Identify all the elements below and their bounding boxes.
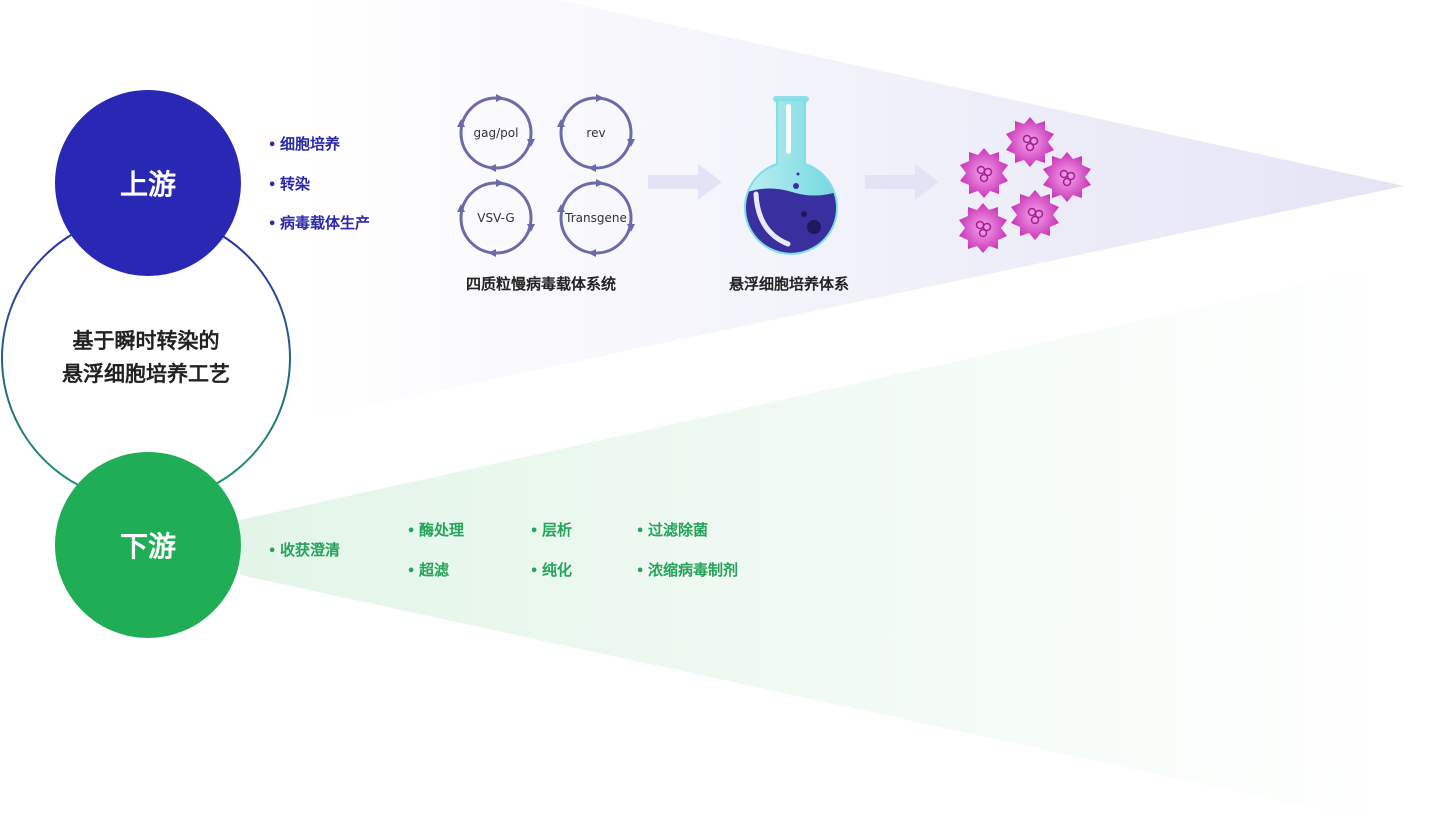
virus-icon [1011,190,1059,240]
upstream-item-cell-culture: 细胞培养 [268,133,340,154]
virus-icon [959,203,1007,253]
virus-cluster [959,117,1091,253]
right-arrow-icon [865,164,939,200]
upstream-circle: 上游 [55,90,241,276]
plasmid-ring-icon [457,179,535,257]
plasmid-ring-icon [557,94,635,172]
main-title-line1: 基于瞬时转染的 [72,329,220,353]
downstream-funnel [240,262,1404,828]
plasmid-label: Transgene [565,211,627,225]
plasmid-gag-pol: gag/pol [457,94,535,172]
upstream-item-transfection: 转染 [268,173,310,194]
plasmid-system-caption: 四质粒慢病毒载体系统 [466,275,617,293]
plasmid-ring-icon [457,94,535,172]
downstream-item-enzyme: 酶处理 [407,519,464,540]
plasmid-rev: rev [557,94,635,172]
plasmid-ring-icon [557,179,635,257]
flask-icon [744,96,838,255]
virus-icon [960,148,1008,198]
plasmid-vsv-g: VSV-G [457,179,535,257]
downstream-item-concentrate: 浓缩病毒制剂 [636,559,738,580]
downstream-item-ultrafiltration: 超滤 [407,559,449,580]
virus-icon [1006,117,1054,167]
virus-icon [1043,152,1091,202]
downstream-item-harvest: 收获澄清 [268,539,340,560]
downstream-circle: 下游 [55,452,241,638]
downstream-item-purification: 纯化 [530,559,572,580]
right-arrow-icon [648,164,722,200]
plasmid-label: gag/pol [473,126,519,140]
plasmid-label: VSV-G [477,211,515,225]
upstream-item-vector-production: 病毒载体生产 [268,212,370,233]
main-title-line2: 悬浮细胞培养工艺 [62,362,230,386]
plasmid-transgene: Transgene [557,179,635,257]
plasmid-label: rev [586,126,606,140]
downstream-item-chromatography: 层析 [530,519,572,540]
flask-caption: 悬浮细胞培养体系 [729,275,850,293]
downstream-item-sterile-filtration: 过滤除菌 [636,519,708,540]
